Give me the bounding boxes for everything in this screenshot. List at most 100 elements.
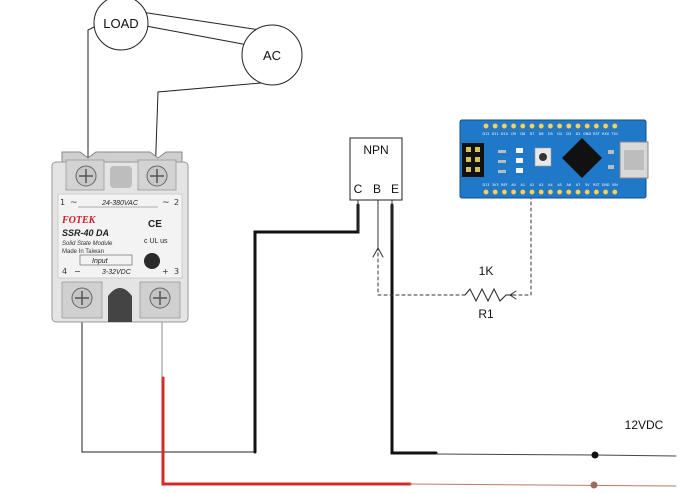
arduino-top-pin-pad [565, 123, 572, 129]
arduino-top-pin-pad [529, 123, 535, 129]
arduino-bottom-pin-label: RST [593, 183, 601, 187]
arduino-top-pin-pad [483, 123, 489, 129]
npn-pin-c: C [354, 182, 363, 196]
arduino-bottom-pin-pad [611, 189, 618, 195]
arduino-bottom-pin-pad [593, 189, 600, 195]
resistor-zigzag [464, 287, 513, 303]
arduino-mcu-chip [562, 138, 602, 178]
relay-origin: Made In Taiwan [62, 249, 104, 255]
arduino-bottom-pin-pad [547, 189, 554, 195]
arduino-top-pin-pad [492, 123, 499, 129]
arduino-top-pin-label: D5 [548, 132, 553, 136]
relay-model: SSR-40 DA [62, 228, 109, 238]
relay-terminal-2: 2 [174, 198, 179, 207]
wire-base-from-arduino [512, 195, 532, 296]
wire-relay-minus [81, 299, 256, 453]
relay-label-plate [57, 193, 183, 279]
wire-ground-rail [435, 453, 596, 456]
arduino-top-pin-pad [575, 123, 581, 129]
ac-source: AC [241, 24, 303, 86]
arduino-bottom-pin-pad [556, 189, 563, 195]
arduino-top-pin-label: D4 [557, 132, 562, 136]
npn-pin-e: E [391, 182, 399, 196]
solid-state-relay: 1 2 ~ ~ 24-380VAC FOTEK SSR-40 DA Solid … [51, 151, 189, 323]
arduino-top-pin-pad [602, 123, 609, 129]
arduino-bottom-pin-label: A3 [539, 183, 543, 187]
arduino-top-pin-label: D11 [492, 132, 499, 136]
relay-ul-mark: c UL us [144, 238, 168, 245]
relay-tilde-1: ~ [70, 198, 78, 208]
arduino-bottom-pin-label: A0 [511, 183, 515, 187]
arduino-top-pin-pad [510, 123, 517, 129]
arduino-top-pin-pad [556, 123, 563, 129]
wire-brown-supply [409, 483, 677, 487]
relay-tilde-2: ~ [162, 198, 170, 208]
ac-label: AC [263, 48, 281, 63]
wire-load-to-ac-2 [145, 25, 249, 46]
arduino-top-pin-label: TX1 [611, 132, 619, 136]
relay-brand: FOTEK [61, 215, 97, 226]
arduino-bottom-pin-label: D13 [483, 183, 490, 187]
arduino-top-pin-label: D6 [539, 132, 544, 136]
supply-label: 12VDC [625, 418, 664, 432]
arduino-top-pin-label: D7 [530, 132, 535, 136]
wire-ground-rail-2 [594, 454, 677, 457]
relay-terminal-1: 1 [60, 198, 65, 207]
npn-label: NPN [363, 143, 388, 157]
relay-ce-mark: CE [148, 219, 162, 230]
load-component: LOAD [93, 0, 149, 51]
relay-minus: − [74, 267, 81, 276]
relay-type: Solid State Module [62, 241, 113, 247]
arduino-bottom-pin-pad [510, 189, 517, 195]
arduino-top-pin-label: D12 [483, 132, 490, 136]
arduino-bottom-pin-pad [565, 189, 572, 195]
arduino-bottom-pin-pad [483, 189, 489, 195]
arduino-top-pin-label: D8 [520, 132, 525, 136]
arduino-top-pin-label: RST [593, 132, 601, 136]
wire-emitter [390, 203, 438, 455]
arduino-top-pin-pad [611, 123, 618, 129]
arduino-bottom-pin-label: A6 [567, 183, 571, 187]
junction-ground [591, 451, 599, 459]
arduino-top-pin-pad [519, 123, 526, 129]
arduino-top-pin-pad [501, 123, 508, 129]
relay-output-rating: 24-380VAC [101, 200, 139, 207]
relay-indicator-led [144, 253, 160, 269]
arduino-top-pin-pad [538, 123, 545, 129]
arduino-bottom-pin-pad [602, 189, 609, 195]
relay-terminal-3: 3 [174, 267, 179, 276]
load-label: LOAD [103, 16, 138, 31]
wire-load-to-ac [127, 9, 261, 31]
arduino-bottom-pin-pad [529, 189, 535, 195]
arduino-bottom-pin-label: A5 [557, 183, 561, 187]
junction-supply [590, 481, 598, 489]
wires [81, 9, 677, 487]
arduino-bottom-pin-pad [584, 189, 591, 195]
arduino-bottom-pin-label: 5V [585, 183, 590, 187]
relay-input-label: Input [92, 258, 109, 265]
wire-base-to-transistor [377, 251, 466, 296]
npn-pin-b: B [373, 182, 381, 196]
arduino-top-pin-label: D10 [501, 132, 508, 136]
relay-mount-slot [108, 288, 132, 322]
arduino-top-pin-pad [584, 123, 591, 129]
arduino-icsp-header [462, 143, 484, 177]
arduino-bottom-pin-pad [538, 189, 545, 195]
arduino-top-pin-label: D9 [511, 132, 516, 136]
relay-terminal-4: 4 [62, 267, 67, 276]
relay-plus: + [162, 267, 169, 276]
arduino-top-pin-label: RX0 [602, 132, 609, 136]
arduino-bottom-pin-pad [519, 189, 526, 195]
resistor-name: R1 [478, 307, 494, 321]
arduino-bottom-pin-label: A2 [530, 183, 534, 187]
arduino-bottom-pin-label: A7 [576, 183, 580, 187]
npn-transistor: NPN C B E [349, 137, 403, 201]
arduino-bottom-pin-pad [501, 189, 508, 195]
wire-ac-to-relay [154, 81, 273, 179]
arduino-bottom-pin-label: A1 [521, 183, 525, 187]
arduino-bottom-pin-label: A4 [548, 183, 552, 187]
